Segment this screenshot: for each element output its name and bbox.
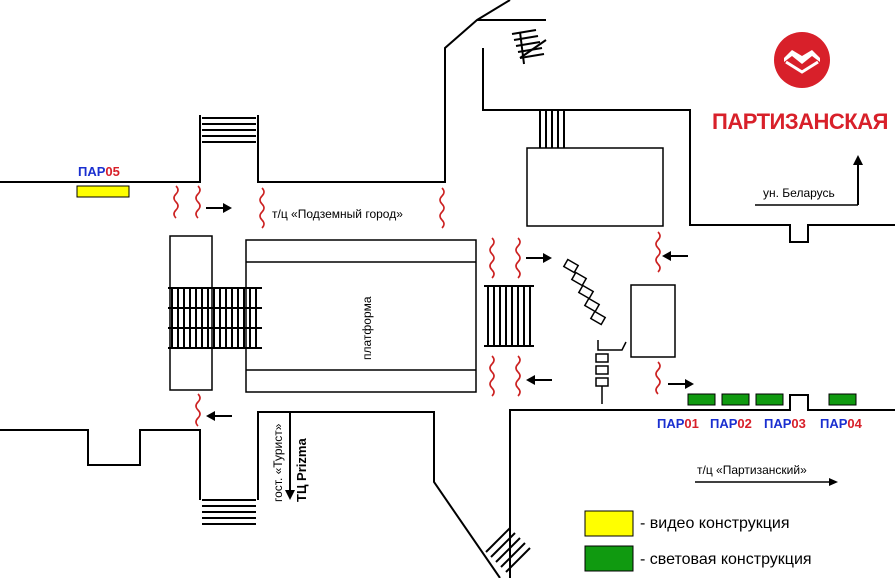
legend: - видео конструкция - световая конструкц… bbox=[584, 510, 812, 572]
code-par02: ПАР02 bbox=[710, 416, 752, 431]
marker-par05[interactable] bbox=[76, 185, 130, 198]
code-par03: ПАР03 bbox=[764, 416, 806, 431]
marker-par02[interactable] bbox=[721, 393, 750, 406]
stairs bbox=[168, 29, 565, 573]
marker-par03[interactable] bbox=[755, 393, 784, 406]
label-prizma: ТЦ Prizma bbox=[294, 438, 309, 502]
label-platform: платформа bbox=[360, 296, 374, 360]
code-par01: ПАР01 bbox=[657, 416, 699, 431]
code-par04: ПАР04 bbox=[820, 416, 863, 431]
platform-block bbox=[245, 239, 477, 393]
placement-markers bbox=[76, 185, 857, 406]
legend-video-swatch bbox=[584, 510, 634, 537]
legend-light-swatch bbox=[584, 545, 634, 572]
top-right-block bbox=[526, 147, 664, 227]
legend-light-label: - световая конструкция bbox=[640, 551, 812, 568]
label-partizansky-mall: т/ц «Партизанский» bbox=[697, 463, 807, 477]
station-structures bbox=[169, 147, 676, 404]
label-univermag: ун. Беларусь bbox=[763, 186, 835, 200]
turnstiles bbox=[562, 258, 627, 404]
kiosk-block bbox=[630, 284, 676, 358]
marker-par01[interactable] bbox=[687, 393, 716, 406]
doors bbox=[173, 185, 661, 427]
station-title: ПАРТИЗАНСКАЯ bbox=[712, 109, 888, 134]
marker-par04[interactable] bbox=[828, 393, 857, 406]
legend-video-label: - видео конструкция bbox=[640, 515, 790, 532]
label-underground-mall: т/ц «Подземный город» bbox=[272, 207, 403, 221]
label-hotel: гост. «Турист» bbox=[271, 423, 285, 502]
metro-logo-icon bbox=[774, 32, 830, 88]
direction-arrows bbox=[206, 155, 863, 500]
code-par05: ПАР05 bbox=[78, 164, 120, 179]
